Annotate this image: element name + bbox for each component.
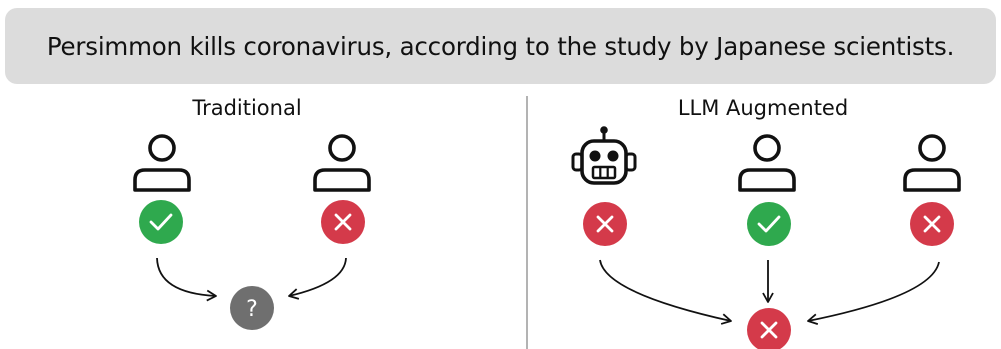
traditional-heading: Traditional xyxy=(192,96,302,120)
question-icon: ? xyxy=(230,286,274,330)
cross-icon xyxy=(747,308,791,349)
cross-icon xyxy=(910,202,954,246)
cross-icon xyxy=(583,202,627,246)
arrow xyxy=(156,257,217,302)
check-icon xyxy=(747,202,791,246)
claim-text: Persimmon kills coronavirus, according t… xyxy=(46,31,955,61)
llm-augmented-heading: LLM Augmented xyxy=(677,96,849,120)
person-icon xyxy=(903,134,961,192)
check-icon xyxy=(139,200,183,244)
person-icon xyxy=(313,134,371,192)
arrow xyxy=(288,257,347,300)
person-icon xyxy=(133,134,191,192)
section-divider xyxy=(526,96,528,349)
outcome-question-mark: ? xyxy=(246,297,258,322)
person-icon xyxy=(738,134,796,192)
claim-box: Persimmon kills coronavirus, according t… xyxy=(5,8,996,84)
robot-icon xyxy=(571,124,637,185)
arrow xyxy=(807,261,940,325)
cross-icon xyxy=(321,200,365,244)
arrow xyxy=(599,259,732,325)
